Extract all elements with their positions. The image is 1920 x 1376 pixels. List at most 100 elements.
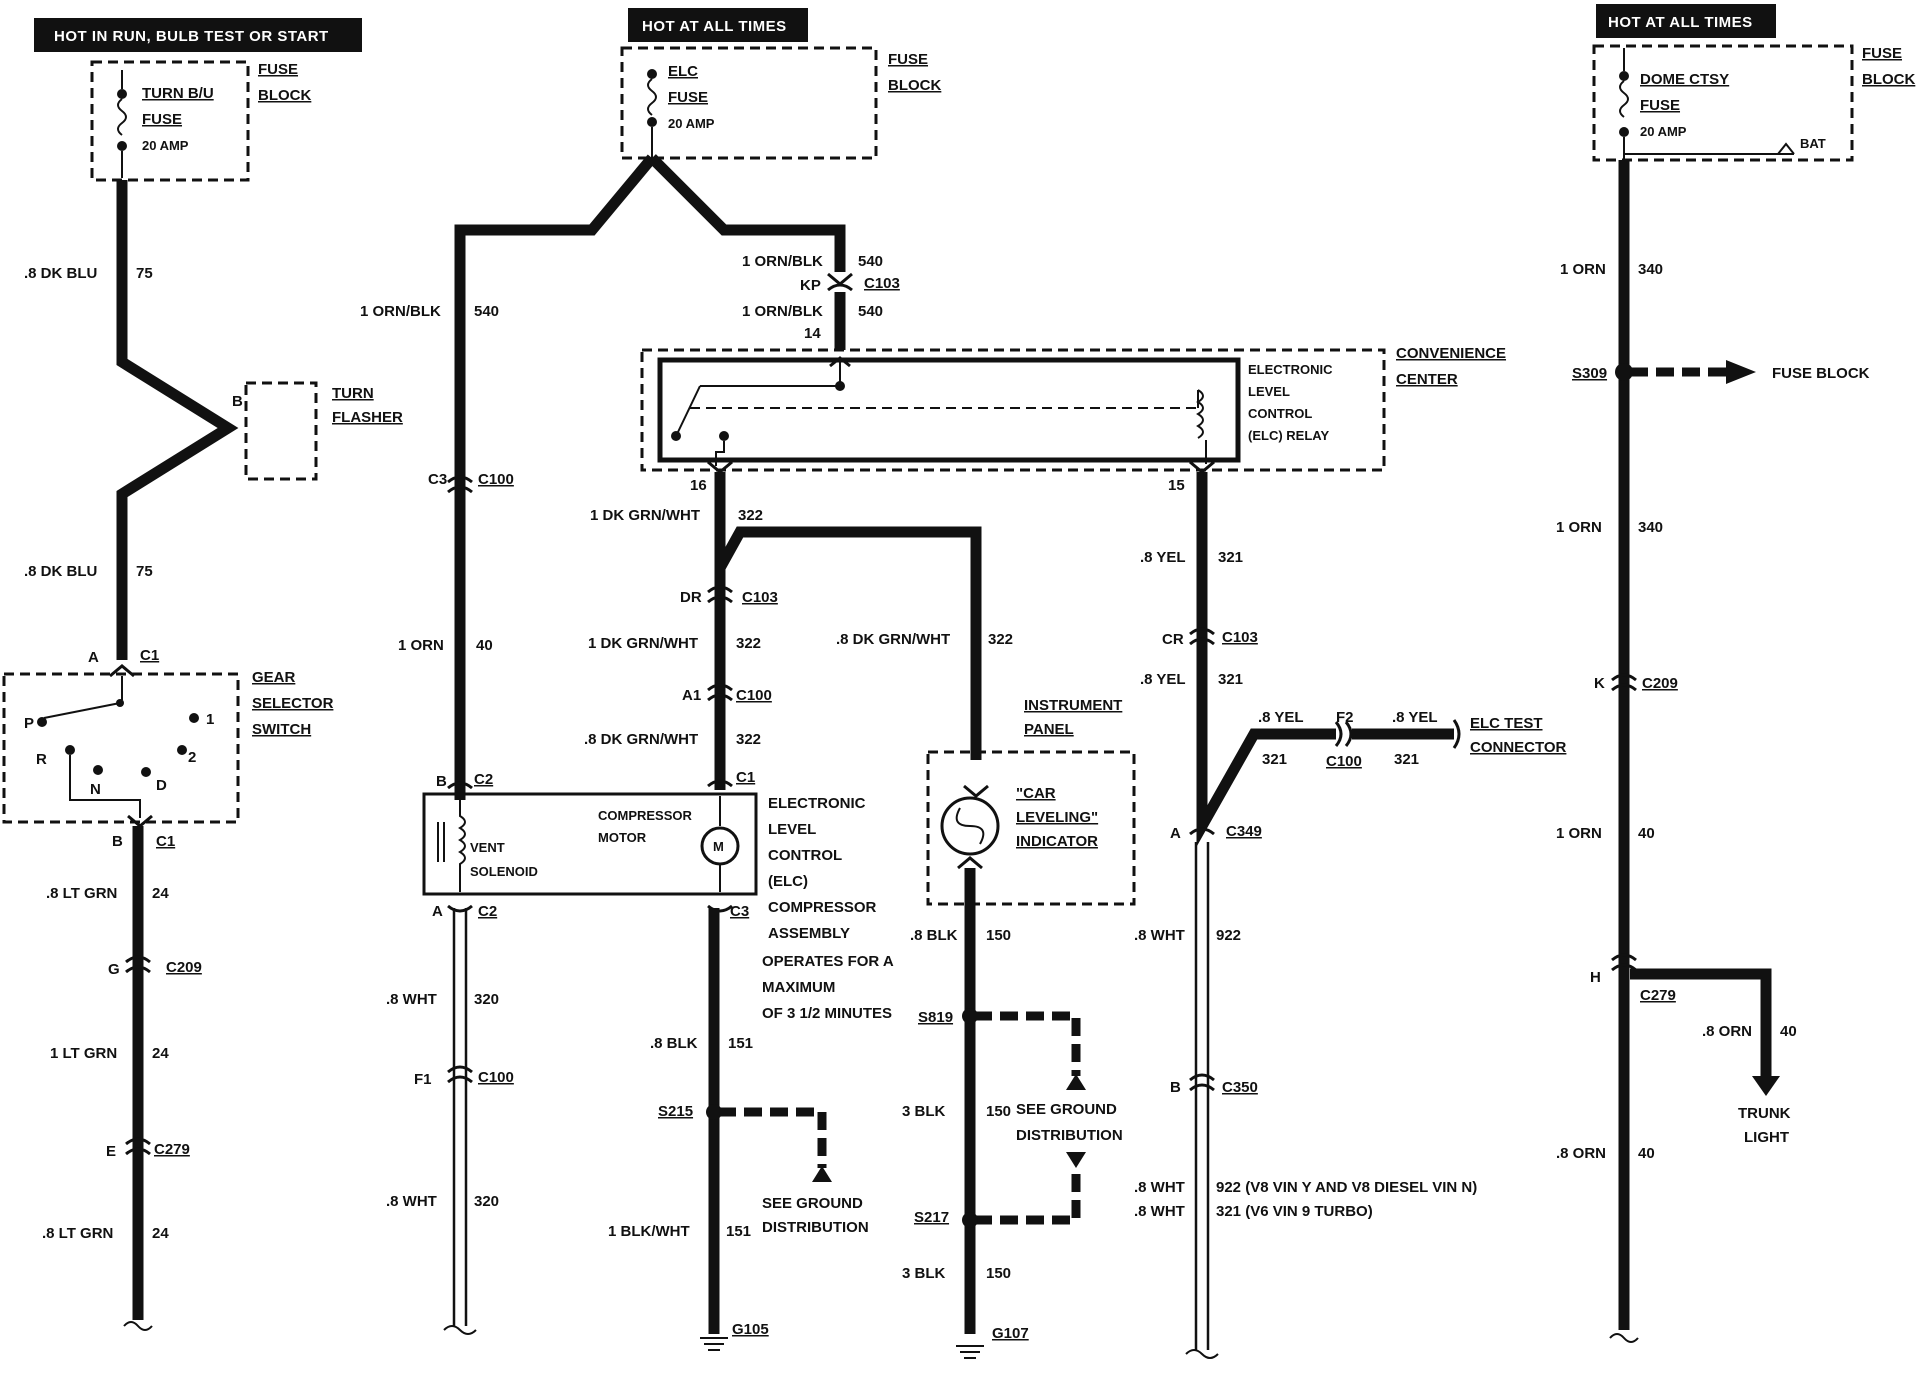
arrow-up-icon (812, 1166, 832, 1182)
see-ground-label-1: SEE GROUND (1016, 1101, 1117, 1118)
wire-white-922 (1194, 842, 1210, 1350)
pin-label: KP (800, 277, 821, 294)
splice-label: S309 (1572, 365, 1607, 382)
relay-label-1: ELECTRONIC (1248, 362, 1333, 377)
circuit-number: 40 (1780, 1023, 1797, 1040)
relay-label-4: (ELC) RELAY (1248, 428, 1329, 443)
connector-icon (125, 955, 151, 974)
turn-circuit: HOT IN RUN, BULB TEST OR START TURN B/U … (2, 18, 403, 1331)
splice-icon (1615, 363, 1633, 381)
header-bar-elc (628, 8, 808, 42)
header-bar-dome (1596, 4, 1776, 38)
bulb-filament-icon (955, 807, 985, 845)
circuit-number: 24 (152, 1045, 169, 1062)
wire-label: .8 WHT (386, 991, 437, 1008)
convenience-center-label-2: CENTER (1396, 371, 1458, 388)
connector-label: C1 (140, 647, 159, 664)
ground-icon (700, 1337, 728, 1351)
pin-label: B (112, 833, 123, 850)
bat-connector-icon (1777, 142, 1795, 155)
connector-icon (827, 272, 853, 292)
wire-label: .8 YEL (1392, 709, 1438, 726)
pin-label: B (436, 773, 447, 790)
pin-label: C3 (428, 471, 447, 488)
vent-solenoid-icon (458, 796, 466, 892)
gear-internal-wire (69, 755, 141, 818)
pin-label: F1 (414, 1071, 432, 1088)
wire-label: 1 BLK/WHT (608, 1223, 690, 1240)
connector-label: C103 (864, 275, 900, 292)
see-ground-label-2: DISTRIBUTION (762, 1219, 869, 1236)
fuse-name-dome-2: FUSE (1640, 97, 1680, 114)
connector-label: C100 (736, 687, 772, 704)
connector-icon (1189, 1073, 1215, 1092)
circuit-number: 322 (736, 731, 761, 748)
fuse-block-label-turn-2: BLOCK (258, 87, 311, 104)
elc-label-2: LEVEL (768, 821, 816, 838)
circuit-number: 150 (986, 1265, 1011, 1282)
connector-icon (447, 1065, 473, 1084)
fuse-amp-elc: 20 AMP (668, 116, 715, 131)
connector-label: C279 (1640, 987, 1676, 1004)
elc-label-3: CONTROL (768, 847, 842, 864)
wire-label: .8 LT GRN (42, 1225, 113, 1242)
elc-label-4: (ELC) (768, 873, 808, 890)
convenience-center-label-1: CONVENIENCE (1396, 345, 1506, 362)
connector-label: C100 (478, 471, 514, 488)
header-turn: HOT IN RUN, BULB TEST OR START (54, 28, 329, 45)
wire-label: 1 ORN/BLK (742, 303, 823, 320)
instrument-panel-box (926, 750, 1136, 906)
connector-label: C100 (1326, 753, 1362, 770)
operates-label-2: MAXIMUM (762, 979, 835, 996)
pin-label: 15 (1168, 477, 1185, 494)
connector-label: C3 (730, 903, 749, 920)
circuit-number: 150 (986, 927, 1011, 944)
fuse-block-dome (1592, 44, 1854, 162)
connector-label: C1 (736, 769, 755, 786)
circuit-number: 340 (1638, 519, 1663, 536)
wire-break-icon (443, 1325, 477, 1335)
operates-label-1: OPERATES FOR A (762, 953, 894, 970)
elc-relay-box (657, 357, 1241, 463)
fuse-name-elc-2: FUSE (668, 89, 708, 106)
elc-test-label-2: CONNECTOR (1470, 739, 1567, 756)
connector-label: C209 (166, 959, 202, 976)
header-dome: HOT AT ALL TIMES (1608, 14, 1753, 31)
gear-selector-box (2, 672, 240, 824)
compressor-label-1: COMPRESSOR (598, 808, 693, 823)
gear-switch-label-2: SELECTOR (252, 695, 334, 712)
ground-branch (718, 1107, 827, 1168)
compressor-label-2: MOTOR (598, 830, 647, 845)
fuse-name-turn-1: TURN B/U (142, 85, 214, 102)
indicator-bulb-icon (940, 796, 1000, 856)
fuse-name-dome-1: DOME CTSY (1640, 71, 1729, 88)
wire-break-icon (123, 1321, 153, 1331)
arrow-down-icon (1752, 1076, 1780, 1096)
fuse-block-destination: FUSE BLOCK (1772, 365, 1870, 382)
header-elc: HOT AT ALL TIMES (642, 18, 787, 35)
wire-label: .8 WHT (1134, 927, 1185, 944)
wire-label: .8 BLK (650, 1035, 698, 1052)
circuit-number: 40 (476, 637, 493, 654)
circuit-number: 40 (1638, 1145, 1655, 1162)
pin-label: 16 (690, 477, 707, 494)
wire-label: 1 DK GRN/WHT (590, 507, 700, 524)
wire-label: .8 LT GRN (46, 885, 117, 902)
connector-icon (707, 683, 733, 702)
circuit-number: 24 (152, 1225, 169, 1242)
dome-circuit: HOT AT ALL TIMES BAT DOME CTSY FUSE 20 A… (1556, 4, 1915, 1343)
gear-position-n: N (90, 781, 101, 798)
connector-icon (1611, 673, 1637, 692)
wire-label: 1 ORN (398, 637, 444, 654)
connector-icon (707, 904, 733, 913)
circuit-number: 321 (1394, 751, 1419, 768)
connector-icon (447, 904, 473, 913)
pin-label: K (1594, 675, 1605, 692)
pin-label: A (88, 649, 99, 666)
wire-label: 1 ORN (1560, 261, 1606, 278)
gear-position-r: R (36, 751, 47, 768)
wire-label: .8 YEL (1258, 709, 1304, 726)
wire-label: .8 WHT (386, 1193, 437, 1210)
wire-orn-blk-right (648, 154, 846, 272)
convenience-center-box (640, 348, 1386, 472)
